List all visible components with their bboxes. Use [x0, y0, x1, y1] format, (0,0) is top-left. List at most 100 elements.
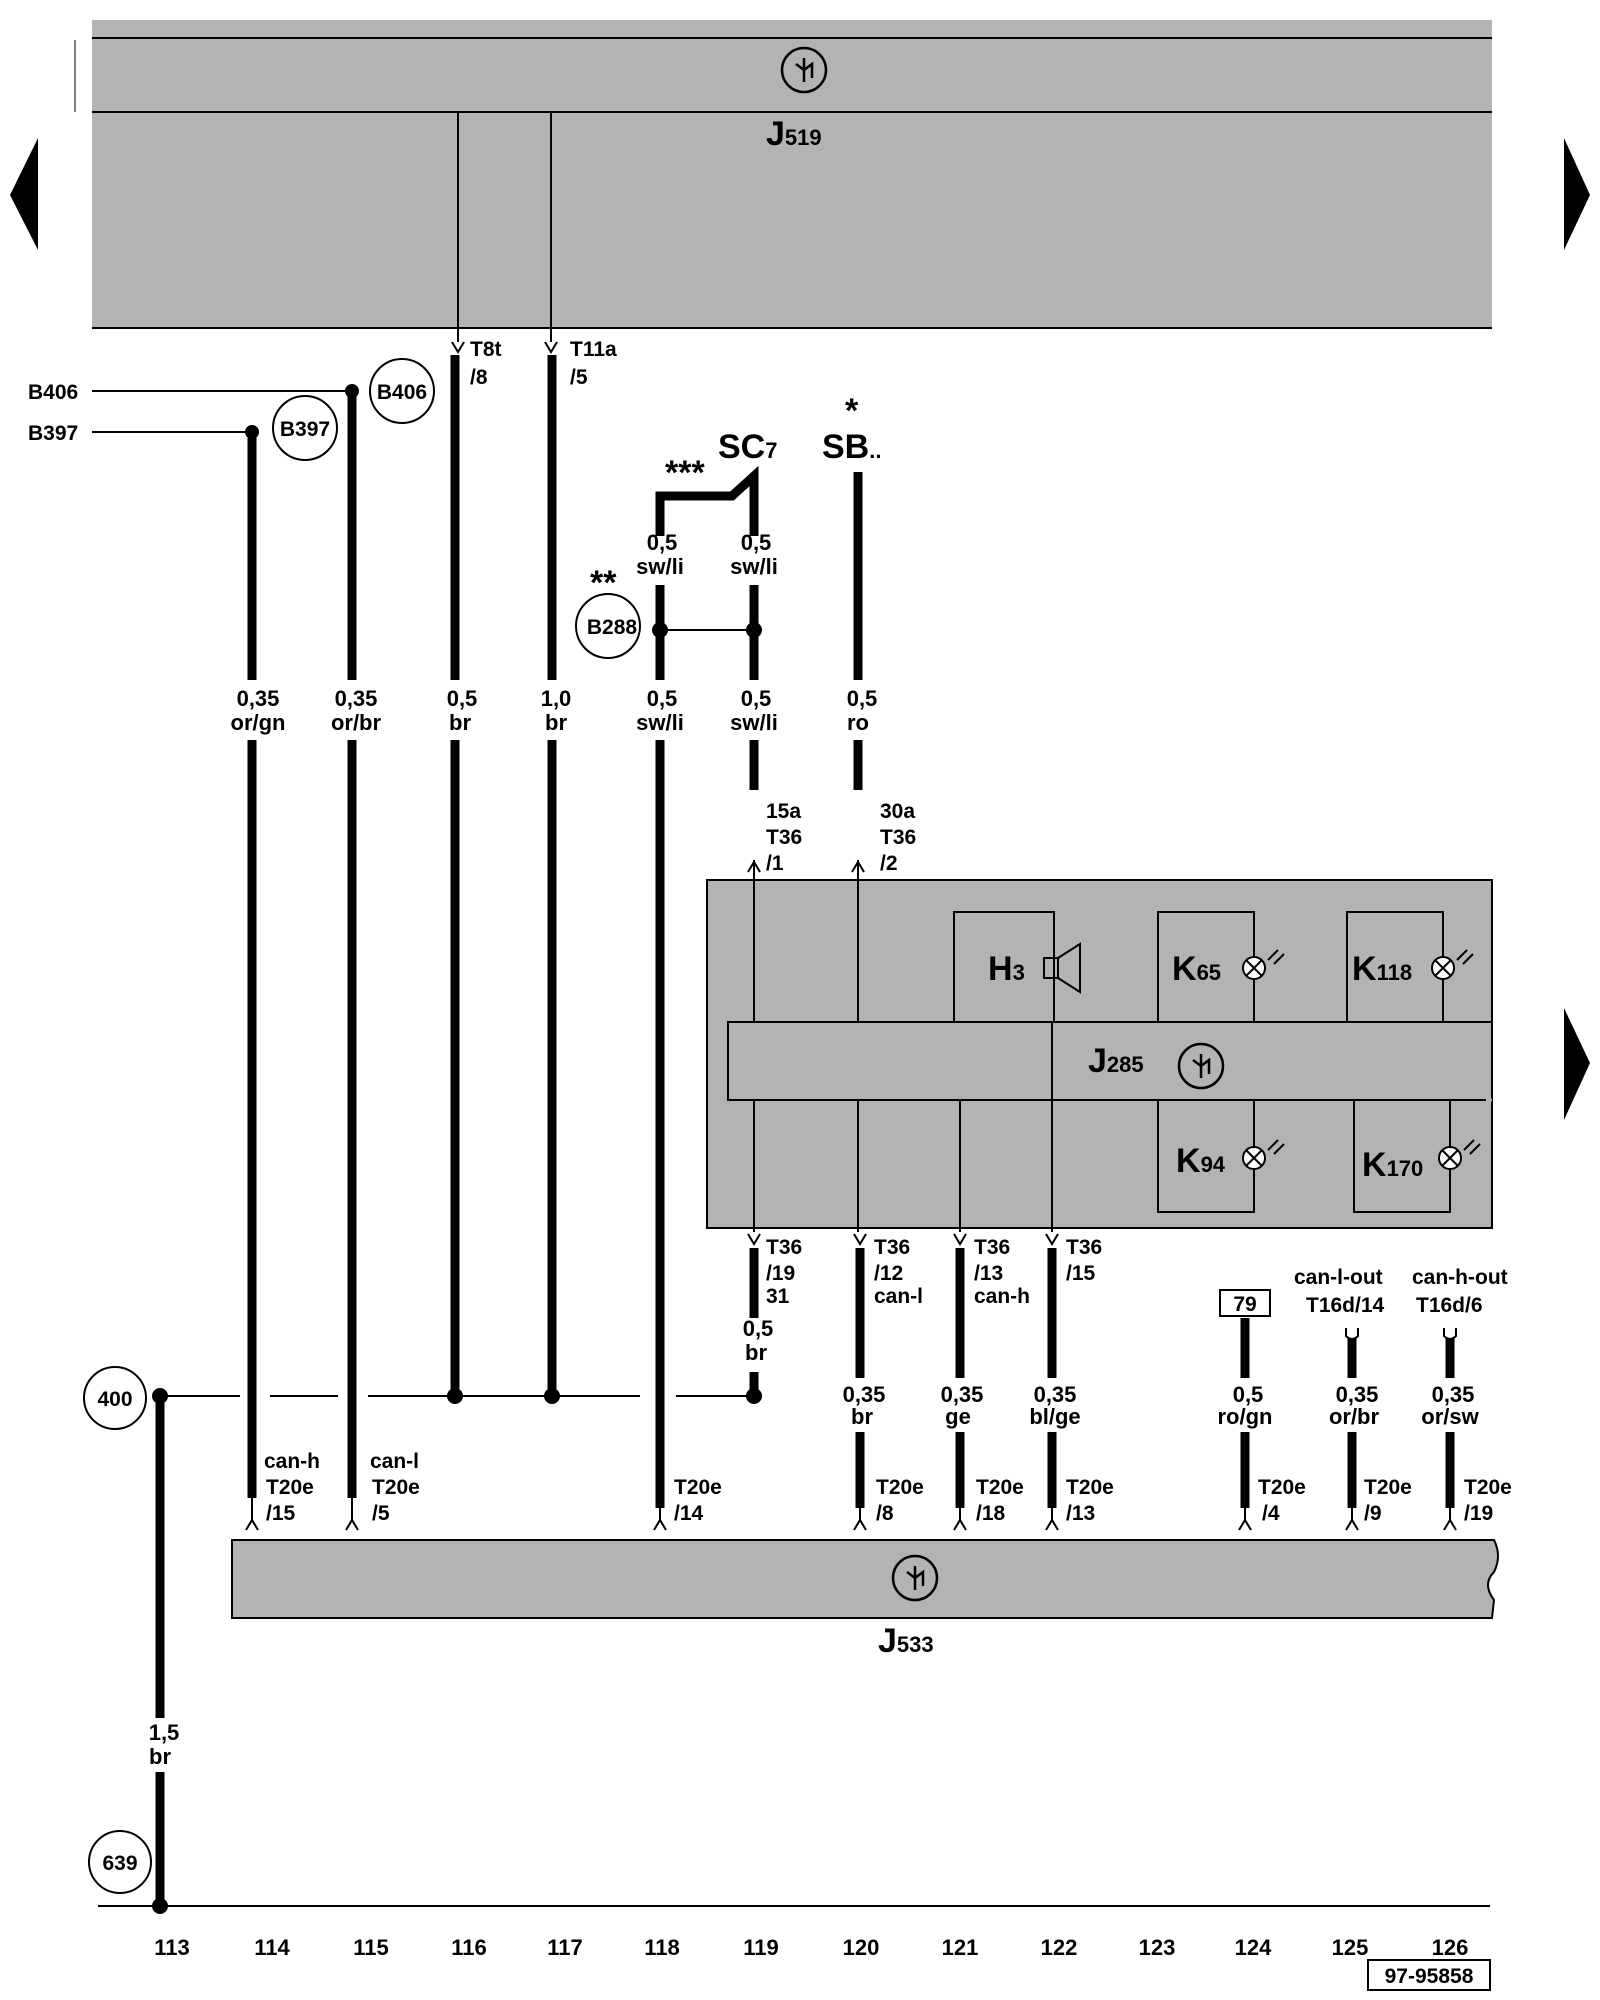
- column-numbers: 113 114 115 116 117 118 119 120 121 122 …: [154, 1935, 1468, 1960]
- svg-text:/15: /15: [266, 1502, 296, 1525]
- connection-b397-icon: [272, 395, 338, 461]
- svg-text:sw/li: sw/li: [730, 710, 778, 735]
- svg-text:T20e: T20e: [372, 1476, 420, 1499]
- svg-text:0,5: 0,5: [847, 686, 878, 711]
- wire-bundle: [155, 355, 1455, 1906]
- svg-text:B406: B406: [377, 381, 427, 404]
- svg-text:br: br: [745, 1340, 767, 1365]
- svg-text:br: br: [851, 1404, 873, 1429]
- ground-bus-400: 400: [83, 1366, 762, 1430]
- j285-top-pins: 15a T36 /1 30a T36 /2: [747, 800, 916, 875]
- svg-text:B406: B406: [28, 381, 78, 404]
- svg-text:can-l: can-l: [370, 1450, 419, 1473]
- j533-pins: can-h T20e /15 can-l T20e /5 T20e /14 T2…: [245, 1450, 1512, 1531]
- svg-text:or/br: or/br: [1329, 1404, 1380, 1429]
- svg-text:116: 116: [451, 1935, 487, 1960]
- svg-text:bl/ge: bl/ge: [1029, 1404, 1080, 1429]
- svg-text:124: 124: [1235, 1935, 1272, 1960]
- svg-text:30a: 30a: [880, 800, 915, 823]
- prev-page-arrow-icon[interactable]: [10, 138, 38, 250]
- fuse-sb: * SB..: [822, 392, 881, 466]
- svg-text:sw/li: sw/li: [730, 554, 778, 579]
- svg-text:/1: /1: [766, 852, 784, 875]
- svg-text:T11a: T11a: [570, 338, 617, 361]
- svg-text:T36: T36: [766, 1236, 802, 1259]
- svg-text:639: 639: [102, 1852, 137, 1875]
- warning-lamp-k170-icon: [1438, 1139, 1481, 1170]
- svg-text:/2: /2: [880, 852, 898, 875]
- svg-text:K65: K65: [1172, 950, 1221, 988]
- svg-text:T36: T36: [880, 826, 916, 849]
- svg-text:0,5: 0,5: [743, 1316, 774, 1341]
- can-outputs: can-l-out T16d/14 can-h-out T16d/6: [1294, 1266, 1508, 1340]
- svg-text:***: ***: [665, 454, 705, 492]
- svg-text:or/gn: or/gn: [231, 710, 286, 735]
- j285-bottom-pins: T36 /19 31 T36 /12 can-l T36 /13 can-h T…: [747, 1233, 1102, 1308]
- svg-text:sw/li: sw/li: [636, 710, 684, 735]
- svg-text:can-h: can-h: [264, 1450, 320, 1473]
- svg-text:*: *: [845, 392, 859, 430]
- next-page-arrow-icon[interactable]: [1564, 138, 1590, 250]
- svg-text:0,35: 0,35: [843, 1382, 886, 1407]
- svg-text:B397: B397: [280, 418, 330, 441]
- connection-639-icon: [88, 1830, 152, 1894]
- svg-text:K94: K94: [1176, 1142, 1226, 1180]
- svg-text:113: 113: [154, 1935, 190, 1960]
- instrument-cluster-j285[interactable]: J285 H3 K65 K118 K94: [706, 879, 1493, 1229]
- svg-text:can-h: can-h: [974, 1285, 1030, 1308]
- svg-text:/15: /15: [1066, 1262, 1096, 1285]
- svg-text:T20e: T20e: [1258, 1476, 1306, 1499]
- svg-text:T20e: T20e: [976, 1476, 1024, 1499]
- lamp-k118-box: [1346, 911, 1444, 1023]
- svg-text:ro: ro: [847, 710, 869, 735]
- svg-text:118: 118: [644, 1935, 680, 1960]
- warning-lamp-k65-icon: [1242, 949, 1285, 980]
- svg-text:1,5: 1,5: [149, 1720, 180, 1745]
- svg-text:br: br: [149, 1744, 171, 1769]
- connection-b406-icon: [369, 358, 435, 424]
- control-unit-j519[interactable]: J519: [74, 20, 1492, 329]
- svg-text:/5: /5: [372, 1502, 390, 1525]
- svg-text:0,5: 0,5: [1233, 1382, 1264, 1407]
- svg-text:T20e: T20e: [674, 1476, 722, 1499]
- svg-text:0,5: 0,5: [647, 686, 678, 711]
- continue-arrow-icon[interactable]: [1564, 1008, 1590, 1120]
- svg-text:T8t: T8t: [470, 338, 502, 361]
- svg-text:T20e: T20e: [876, 1476, 924, 1499]
- svg-text:123: 123: [1139, 1935, 1176, 1960]
- svg-text:ro/gn: ro/gn: [1218, 1404, 1273, 1429]
- svg-text:T20e: T20e: [1066, 1476, 1114, 1499]
- warning-lamp-k94-icon: [1242, 1139, 1285, 1170]
- gateway-j533[interactable]: J533: [231, 1539, 1499, 1660]
- svg-text:T16d/14: T16d/14: [1306, 1294, 1385, 1317]
- svg-text:J285: J285: [1088, 1042, 1144, 1080]
- svg-text:0,5: 0,5: [741, 530, 772, 555]
- svg-text:can-l-out: can-l-out: [1294, 1266, 1383, 1289]
- svg-text:400: 400: [97, 1388, 132, 1411]
- svg-text:31: 31: [766, 1285, 790, 1308]
- svg-text:B397: B397: [28, 422, 78, 445]
- svg-text:/19: /19: [1464, 1502, 1493, 1525]
- lamp-k65-box: [1157, 911, 1255, 1023]
- svg-text:0,5: 0,5: [447, 686, 478, 711]
- svg-text:120: 120: [843, 1935, 880, 1960]
- svg-text:115: 115: [353, 1935, 389, 1960]
- svg-text:or/br: or/br: [331, 710, 382, 735]
- svg-text:/9: /9: [1364, 1502, 1382, 1525]
- j519-label: J519: [766, 115, 822, 153]
- svg-text:/5: /5: [570, 366, 588, 389]
- svg-text:**: **: [590, 564, 617, 602]
- svg-text:SC7: SC7: [718, 428, 777, 466]
- svg-text:T20e: T20e: [1364, 1476, 1412, 1499]
- svg-text:/13: /13: [974, 1262, 1003, 1285]
- lamp-k94-box: [1157, 1099, 1255, 1213]
- j519-pins: T8t /8 T11a /5: [451, 338, 617, 389]
- svg-text:/18: /18: [976, 1502, 1006, 1525]
- svg-text:0,35: 0,35: [237, 686, 280, 711]
- svg-text:br: br: [545, 710, 567, 735]
- j285-control-unit-icon: [1177, 1042, 1225, 1090]
- external-lead-b397: B397 B397: [28, 395, 338, 461]
- svg-text:or/sw: or/sw: [1421, 1404, 1479, 1429]
- svg-text:/19: /19: [766, 1262, 795, 1285]
